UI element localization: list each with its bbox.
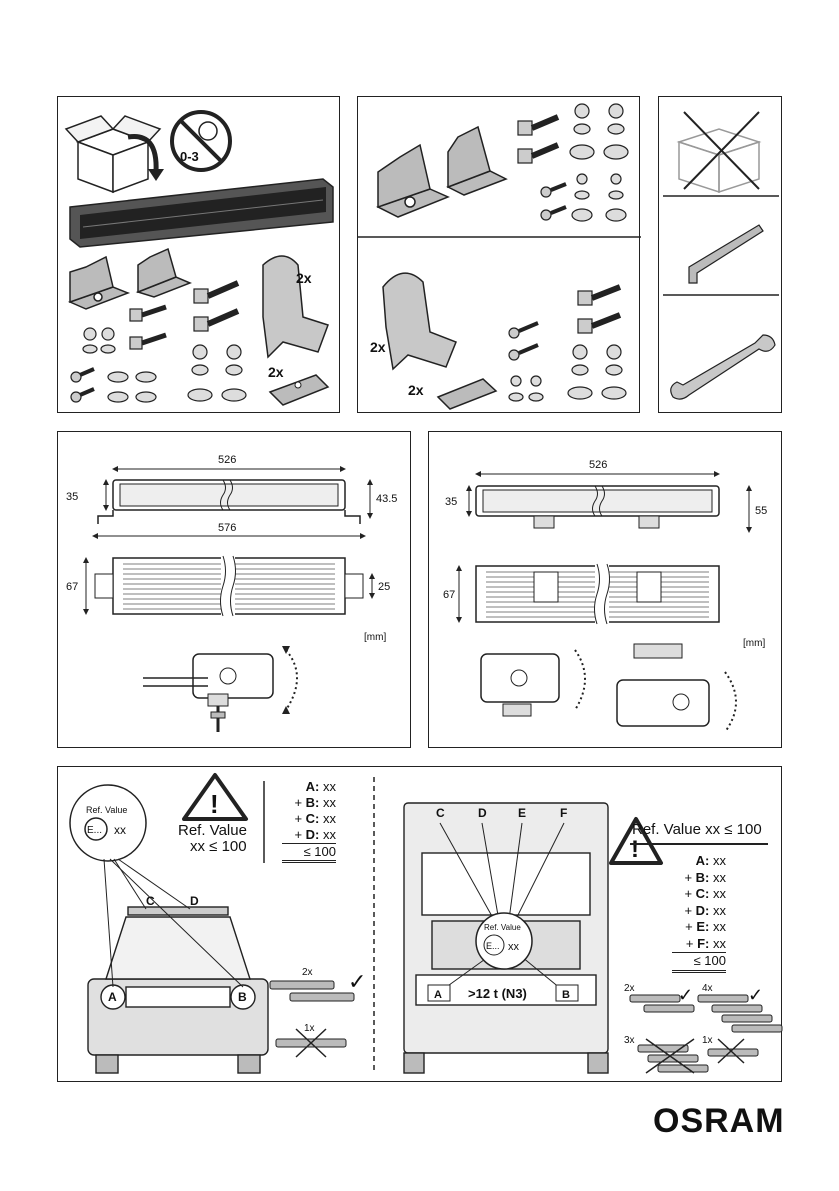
unit-label-r: [mm] — [743, 638, 765, 649]
sum-block-left: A: xx + B: xx + C: xx + D: xx ≤ 100 — [276, 779, 336, 863]
label-e-right: E — [518, 806, 526, 820]
tools-drawing — [659, 97, 783, 414]
warning-right-text: Ref. Value xx ≤ 100 — [632, 821, 762, 838]
sum-block-right: A: xx + B: xx + C: xx + D: xx + E: xx + … — [666, 853, 726, 973]
check-icon: ✓ — [348, 969, 366, 994]
badge-xx-left: xx — [114, 823, 126, 837]
label-c-right: C — [436, 806, 445, 820]
qty-2x-right: 2x — [624, 983, 635, 994]
dim-height-side: 35 — [66, 491, 78, 503]
label-d-left: D — [190, 894, 199, 908]
sum-row: + C: xx — [276, 811, 336, 827]
dim-depth: 67 — [66, 581, 78, 593]
dimensions-left-drawing: 526 35 43.5 576 67 25 [mm] — [58, 432, 412, 749]
sum-row: A: xx — [666, 853, 726, 870]
sum-total: ≤ 100 — [672, 952, 726, 973]
qty-4x-right: 4x — [702, 983, 713, 994]
panel-ref-value: Ref. Value E... xx ! Ref. Value xx ≤ 100… — [57, 766, 782, 1082]
warning-left-line2: xx ≤ 100 — [190, 838, 247, 855]
dim-width-inner-r: 526 — [589, 459, 607, 471]
badge-code-left: E... — [87, 825, 102, 836]
dim-width-outer: 576 — [218, 522, 236, 534]
dim-height-right-r: 55 — [755, 505, 767, 517]
qty-1x-right: 1x — [702, 1035, 713, 1046]
qty-3x-right: 3x — [624, 1035, 635, 1046]
label-d-right: D — [478, 806, 487, 820]
dim-height-side-r: 35 — [445, 496, 457, 508]
sum-row: + C: xx — [666, 886, 726, 903]
brand-logo: OSRAM — [653, 1102, 785, 1141]
age-warning-text: 0-3 — [180, 149, 199, 164]
qty-no-left: 1x — [304, 1023, 315, 1034]
sum-row: + F: xx — [666, 936, 726, 953]
dim-bracket: 25 — [378, 581, 390, 593]
label-a-right: A — [434, 989, 442, 1001]
warning-left-line1: Ref. Value — [178, 822, 247, 839]
label-a-left: A — [108, 990, 117, 1004]
sum-row: + B: xx — [666, 870, 726, 887]
sum-row: A: xx — [276, 779, 336, 795]
warning-right-rule — [630, 843, 768, 845]
mounting-kits-drawing: 2x 2x — [358, 97, 641, 414]
label-b-right: B — [562, 989, 570, 1001]
panel-package-contents: 0-3 2x — [57, 96, 340, 413]
panel-dimensions-left: 526 35 43.5 576 67 25 [mm] — [57, 431, 411, 748]
svg-text:✓: ✓ — [678, 985, 693, 1005]
badge-title-right: Ref. Value — [484, 923, 521, 932]
sum-total: ≤ 100 — [282, 843, 336, 863]
label-b-left: B — [238, 990, 247, 1004]
panel-tools — [658, 96, 782, 413]
dim-width-inner: 526 — [218, 454, 236, 466]
qty-clamp-text-2: 2x — [408, 382, 424, 398]
dim-depth-r: 67 — [443, 589, 455, 601]
sum-row: + D: xx — [276, 827, 336, 843]
qty-clamp-text: 2x — [268, 364, 284, 380]
badge-xx-right: xx — [508, 941, 520, 953]
dimensions-right-drawing: 526 35 55 67 [mm] — [429, 432, 783, 749]
truck-class: >12 t (N3) — [468, 986, 527, 1001]
badge-title-left: Ref. Value — [86, 805, 127, 815]
qty-bracket-text-2: 2x — [370, 339, 386, 355]
label-f-right: F — [560, 806, 567, 820]
unit-label: [mm] — [364, 632, 386, 643]
panel-mounting-kits: 2x 2x — [357, 96, 640, 413]
sum-row: + E: xx — [666, 919, 726, 936]
qty-bracket-text: 2x — [296, 270, 312, 286]
svg-text:!: ! — [210, 789, 219, 819]
package-contents-drawing: 0-3 2x — [58, 97, 341, 414]
dim-height-right: 43.5 — [376, 493, 397, 505]
svg-text:✓: ✓ — [748, 985, 763, 1005]
badge-code-right: E... — [486, 941, 500, 951]
sum-row: + D: xx — [666, 903, 726, 920]
panel-dimensions-right: 526 35 55 67 [mm] — [428, 431, 782, 748]
sum-row: + B: xx — [276, 795, 336, 811]
qty-ok-left: 2x — [302, 967, 313, 978]
svg-text:!: ! — [631, 836, 639, 863]
